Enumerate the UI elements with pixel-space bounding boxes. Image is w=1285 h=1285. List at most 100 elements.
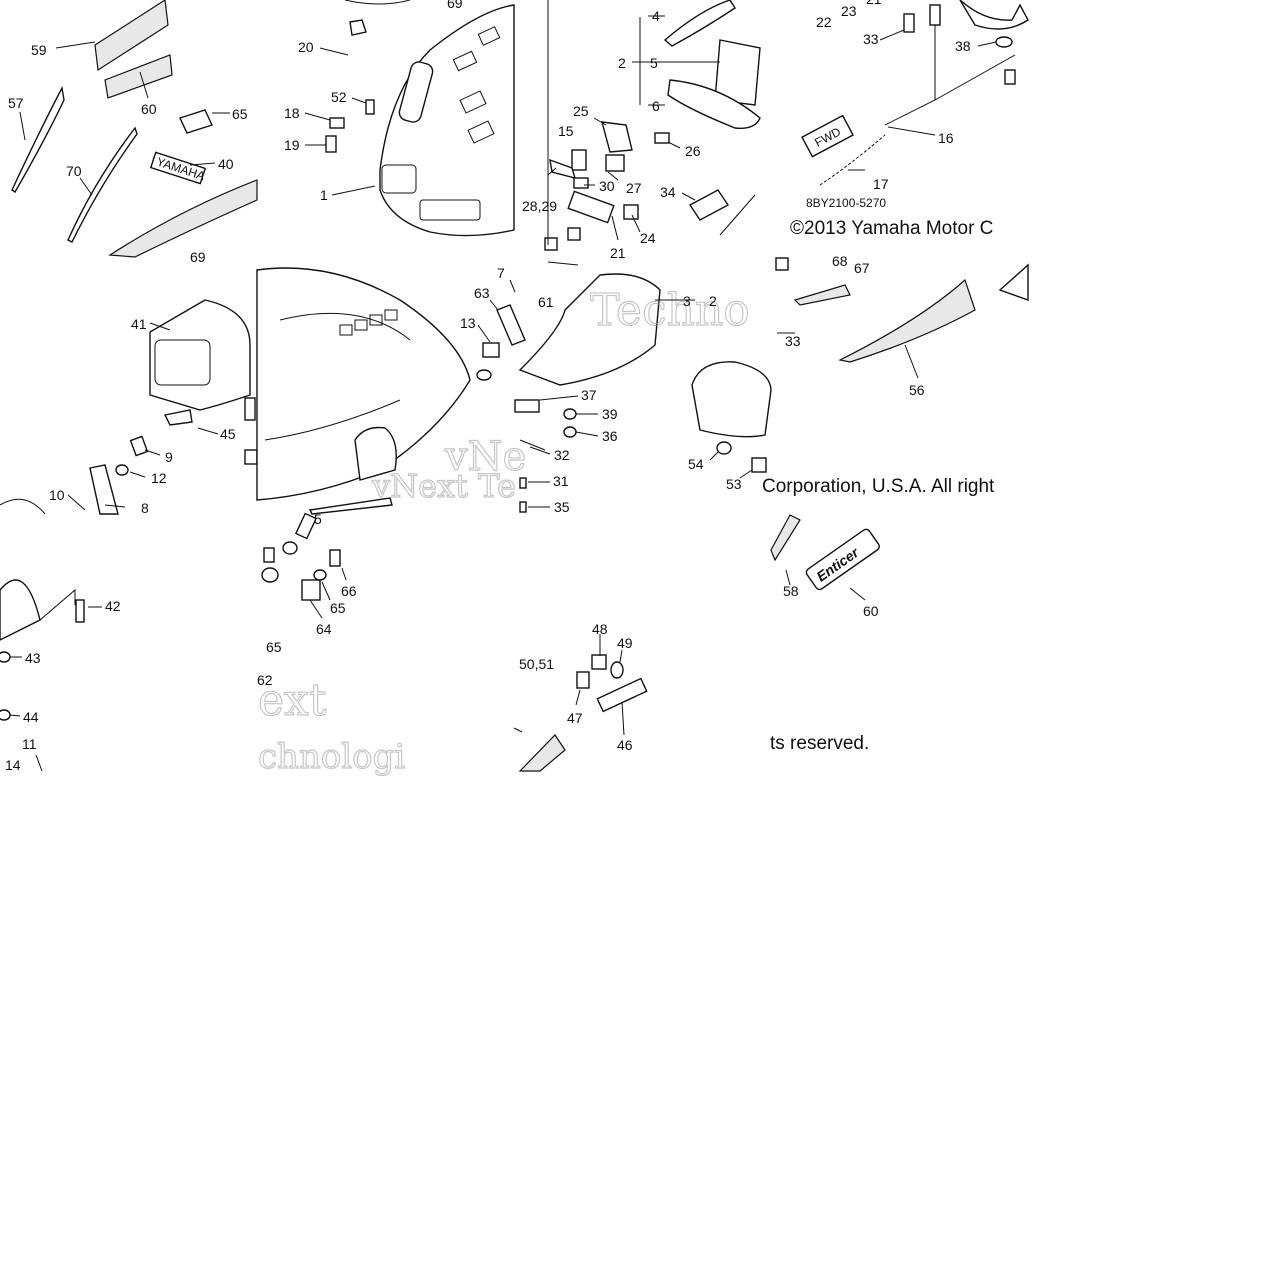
- hood-lower-line-1: [279, 312, 411, 341]
- bolt-5x: [294, 512, 318, 540]
- strap-61: [547, 261, 579, 266]
- bolt-52: [365, 99, 375, 115]
- callout-21-top: 21: [866, 0, 882, 7]
- callout-63: 63: [474, 285, 490, 301]
- yamaha-badge: [149, 151, 207, 185]
- pad-65: [179, 109, 213, 134]
- nut-44: [0, 709, 11, 721]
- callout-36: 36: [602, 428, 618, 444]
- callout-65: 65: [232, 106, 248, 122]
- hood-louver-2: [467, 120, 495, 144]
- copyright-line-3: ts reserved.: [770, 733, 869, 754]
- callout-4: 4: [652, 8, 660, 24]
- screw-19: [325, 135, 337, 153]
- fender-edge: [0, 498, 46, 515]
- louver-b: [354, 319, 368, 331]
- callout-5: 5: [650, 55, 658, 71]
- clip-15: [571, 149, 587, 171]
- tile-badge: Enticer ts reserved.: [770, 514, 880, 754]
- fragment-a: [513, 727, 523, 733]
- callout-13: 13: [460, 315, 476, 331]
- screw-35: [519, 501, 527, 513]
- callout-56: 56: [909, 382, 925, 398]
- fender-arm: [39, 588, 76, 621]
- callout-12: 12: [151, 470, 167, 486]
- bushing-64: [301, 579, 321, 601]
- decal-58: [770, 514, 801, 562]
- callout-52: 52: [331, 89, 347, 105]
- callout-69: 69: [190, 249, 206, 265]
- callout-44: 44: [23, 709, 39, 725]
- callout-33: 33: [863, 31, 879, 47]
- tile-side-panel: Corporation, U.S.A. All right: [691, 257, 1029, 497]
- callout-7: 7: [497, 265, 505, 281]
- clip-67: [775, 257, 789, 271]
- decal-59: [94, 0, 169, 72]
- callout-21: 21: [610, 245, 626, 261]
- callout-45: 45: [220, 426, 236, 442]
- trim-strip: [308, 497, 393, 515]
- spring-17: [819, 134, 886, 186]
- stripe-57: [11, 85, 65, 193]
- leader-11: [35, 754, 43, 772]
- bracket-8: [89, 464, 119, 515]
- callout-59: 59: [31, 42, 47, 58]
- taillight-lens: [154, 339, 211, 386]
- callout-70: 70: [66, 163, 82, 179]
- washer-65: [313, 569, 327, 581]
- callout-28-29: 28,29: [522, 198, 557, 214]
- callout-64: 64: [316, 621, 332, 637]
- bracket-21: [567, 190, 615, 224]
- washer-b: [282, 541, 298, 555]
- callout-43: 43: [25, 650, 41, 666]
- callout-67: 67: [854, 260, 870, 276]
- decal-tip-bottom: [518, 734, 566, 772]
- tail-clip-45: [163, 409, 193, 426]
- tile-cables: FWD 8BY2100-5270 ©2013 Yamaha Motor C: [790, 0, 1029, 239]
- callout-38: 38: [955, 38, 971, 54]
- part-4: [663, 0, 736, 47]
- callout-11: 11: [22, 736, 37, 752]
- callout-61: 61: [538, 294, 554, 310]
- grommet-20: [349, 19, 367, 36]
- bolt-47: [576, 671, 590, 689]
- tile-brackets: [544, 0, 761, 251]
- watermark-5: ext: [258, 675, 327, 726]
- nut-48: [591, 654, 607, 670]
- washer-30: [573, 177, 589, 189]
- tile-hardware: ext chnologi: [257, 512, 406, 778]
- hood-louver-3: [452, 50, 478, 72]
- diagram-code: 8BY2100-5270: [806, 196, 886, 210]
- bushing-13: [482, 342, 500, 358]
- watermark-1: Techno: [590, 285, 750, 336]
- callout-54: 54: [688, 456, 704, 472]
- headlight-housing: [354, 426, 397, 481]
- callout-37: 37: [581, 387, 597, 403]
- bolt-33: [903, 13, 915, 33]
- nut-39: [563, 408, 577, 420]
- callout-27: 27: [626, 180, 642, 196]
- nut-a: [567, 227, 581, 241]
- callout-41: 41: [131, 316, 147, 332]
- tile-small-parts: [513, 654, 648, 772]
- callout-33-mid: 33: [785, 333, 801, 349]
- callout-2-seat: 2: [709, 293, 717, 309]
- callout-23: 23: [841, 3, 857, 19]
- decal-69: [108, 179, 258, 258]
- side-decal-56: [838, 278, 976, 363]
- callout-25: 25: [573, 103, 589, 119]
- screw-31: [519, 477, 527, 489]
- callout-8: 8: [141, 500, 149, 516]
- tail-bolt: [244, 397, 256, 421]
- clip-28: [549, 158, 577, 179]
- seat-3: [518, 273, 661, 386]
- bolt-26: [654, 132, 670, 144]
- watermark-3: vNe: [444, 434, 526, 480]
- callout-60-badge: 60: [863, 603, 879, 619]
- callout-5-hw: 5: [314, 511, 322, 527]
- callout-18: 18: [284, 105, 300, 121]
- bolt-9: [129, 435, 149, 457]
- decal-60: [104, 54, 173, 99]
- bracket-right: [959, 0, 1029, 30]
